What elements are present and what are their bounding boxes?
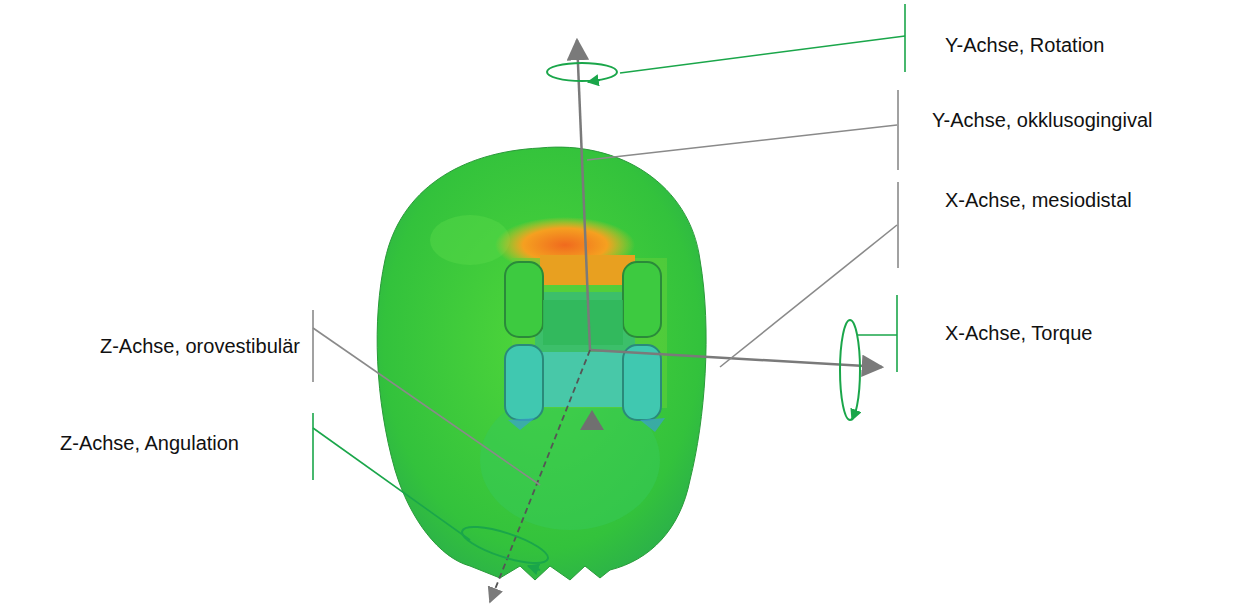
bracket-wing [505, 262, 543, 337]
angulation-arrow [458, 520, 551, 571]
tooth-crown [377, 147, 706, 580]
axis-label: X-Achse, mesiodistal [945, 188, 1132, 212]
bracket-wing [623, 345, 661, 420]
bracket-wing [505, 345, 543, 420]
axis-label: Z-Achse, orovestibulär [100, 334, 300, 358]
leader-lines [313, 4, 905, 540]
axis-label: X-Achse, Torque [945, 321, 1093, 345]
bracket-wing [623, 262, 661, 337]
axis-label: Y-Achse, Rotation [945, 33, 1104, 57]
x-axis [590, 350, 882, 367]
axis-label: Z-Achse, Angulation [60, 431, 239, 455]
axis-label: Y-Achse, okklusogingival [932, 108, 1153, 132]
y-axis [577, 40, 590, 350]
rotation-arrow [547, 63, 617, 81]
torque-arrow [840, 320, 860, 420]
z-axis [490, 350, 590, 602]
